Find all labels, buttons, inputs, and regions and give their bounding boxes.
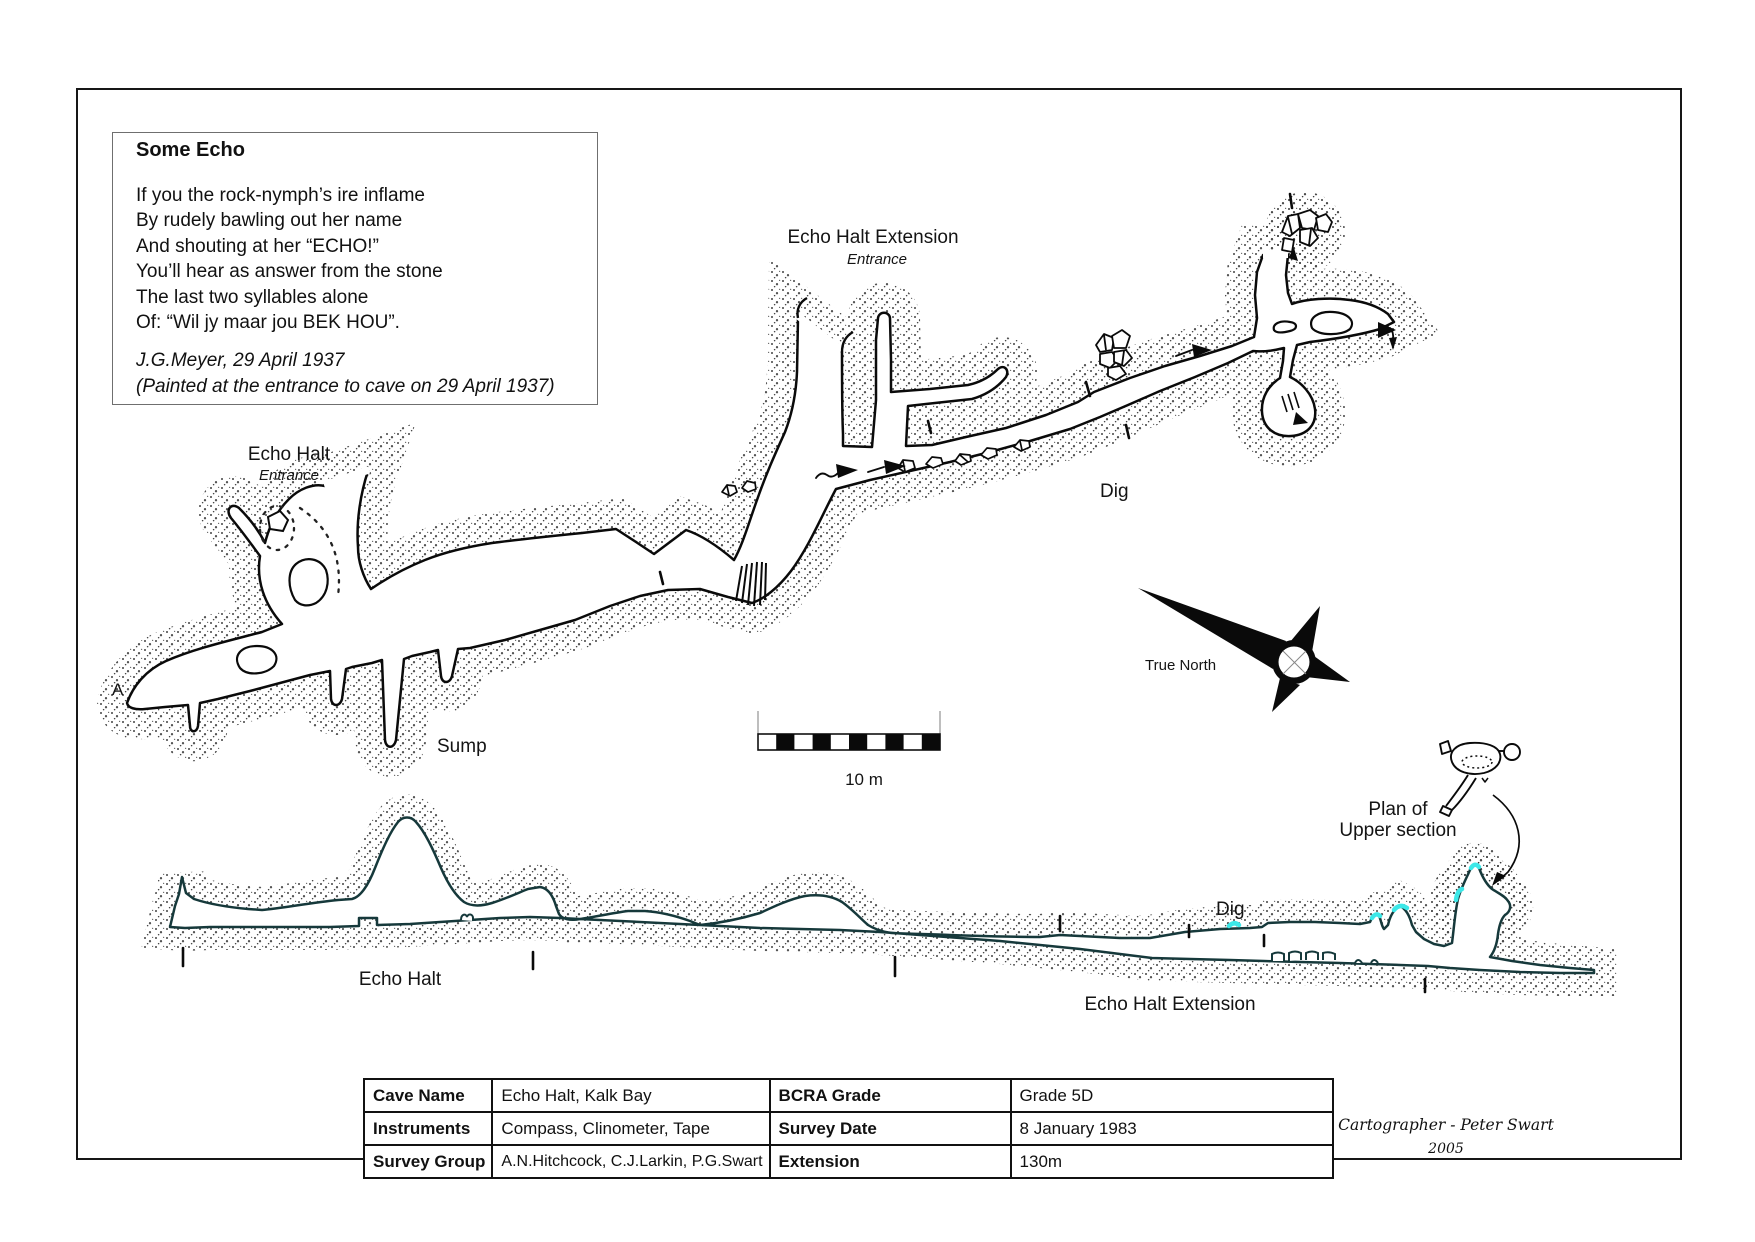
halt-entrance-sublabel: Entrance	[258, 467, 320, 484]
table-row: Cave Name Echo Halt, Kalk Bay BCRA Grade…	[362, 1078, 1334, 1113]
climb-hatching	[735, 561, 767, 607]
cartographer-name: Cartographer - Peter Swart	[1338, 1116, 1554, 1134]
section-floor-details	[460, 913, 1379, 964]
bag-chamber-slope	[1281, 391, 1300, 413]
flow-arrows	[836, 248, 1397, 478]
rockfall-mid	[1095, 329, 1133, 381]
rockfall-upper-entrance	[1281, 209, 1333, 253]
poem-line: And shouting at her “ECHO!”	[136, 235, 379, 257]
scale-bar-label: 10 m	[845, 770, 883, 789]
survey-date-value: 8 January 1983	[1009, 1111, 1334, 1146]
true-north-label: True North	[1145, 657, 1217, 674]
entrance-dripline	[258, 504, 340, 598]
section-highlights	[1226, 862, 1482, 929]
north-arrow-icon	[1138, 588, 1350, 712]
cave-name-label: Cave Name	[362, 1078, 494, 1113]
poem-attribution-note: (Painted at the entrance to cave on 29 A…	[136, 376, 555, 398]
upper-section-sketch	[1439, 740, 1521, 886]
instruments-label: Instruments	[362, 1111, 494, 1146]
poem-line: Of: “Wil jy maar jou BEK HOU”.	[136, 312, 400, 334]
extension-value: 130m	[1009, 1144, 1334, 1179]
instruments-value: Compass, Clinometer, Tape	[491, 1111, 771, 1146]
credit-year: 2005	[1428, 1141, 1464, 1157]
boulders	[721, 439, 1031, 497]
plan-dig-label: Dig	[1100, 481, 1129, 502]
plan-view	[125, 192, 1397, 748]
extension-entrance-sublabel: Entrance	[846, 251, 908, 268]
plan-islands	[235, 310, 1354, 675]
section-extension-label: Echo Halt Extension	[1084, 994, 1256, 1015]
survey-info-table: Cave Name Echo Halt, Kalk Bay BCRA Grade…	[362, 1078, 1334, 1179]
station-a-label: A	[112, 680, 124, 699]
upper-plan-label-line2: Upper section	[1339, 820, 1457, 841]
poem-line: The last two syllables alone	[136, 286, 369, 308]
cave-name-value: Echo Halt, Kalk Bay	[491, 1078, 771, 1113]
table-row: Survey Group A.N.Hitchcock, C.J.Larkin, …	[362, 1144, 1334, 1179]
scale-bar	[757, 711, 941, 751]
bcra-grade-label: BCRA Grade	[768, 1078, 1012, 1113]
poem-box: Some Echo If you the rock-nymph’s ire in…	[112, 132, 598, 405]
cross-section	[168, 816, 1596, 994]
cartographer-credit: Cartographer - Peter Swart 2005	[1338, 1116, 1554, 1157]
halt-entrance-label: Echo Halt	[247, 444, 331, 465]
flow-arrow-tails	[815, 327, 1395, 479]
upper-plan-label-line1: Plan of	[1368, 799, 1428, 820]
section-ticks	[181, 914, 1427, 994]
sump-label: Sump	[437, 736, 487, 757]
section-halt-label: Echo Halt	[358, 969, 442, 990]
poem-attribution: J.G.Meyer, 29 April 1937	[136, 350, 345, 372]
poem-line: If you the rock-nymph’s ire inflame	[136, 185, 425, 206]
poem-line: By rudely bawling out her name	[136, 210, 403, 232]
poem-title: Some Echo	[136, 139, 245, 161]
extension-label: Extension	[768, 1144, 1012, 1179]
survey-group-value: A.N.Hitchcock, C.J.Larkin, P.G.Swart	[491, 1144, 771, 1179]
section-dig-label: Dig	[1216, 899, 1245, 920]
plan-ticks	[658, 192, 1294, 586]
extension-entrance-label: Echo Halt Extension	[787, 227, 959, 248]
poem-line: You’ll hear as answer from the stone	[136, 261, 443, 283]
extension-entrance-walls	[796, 296, 854, 353]
dotted-rock-core	[266, 509, 290, 533]
survey-group-label: Survey Group	[362, 1144, 494, 1179]
table-row: Instruments Compass, Clinometer, Tape Su…	[362, 1111, 1334, 1146]
survey-date-label: Survey Date	[768, 1111, 1012, 1146]
bcra-grade-value: Grade 5D	[1009, 1078, 1334, 1113]
